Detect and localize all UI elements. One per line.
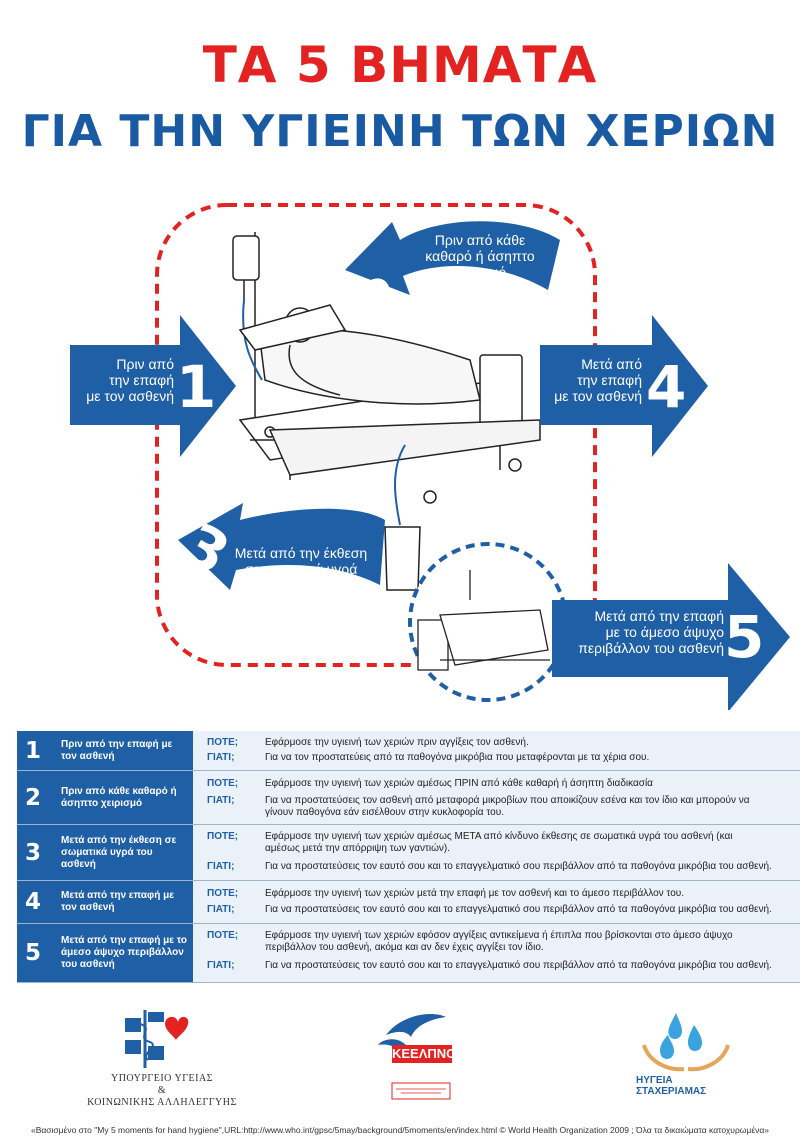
when-text: Εφάρμοσε την υγιεινή των χεριών μετά την… — [265, 888, 685, 899]
moment-1-text: Πριν από την επαφή με τον ασθενή — [86, 356, 174, 404]
moment-2-arrow — [345, 221, 560, 295]
row-label: Πριν από την επαφή με τον ασθενή — [61, 738, 173, 762]
moment-5-number: 5 — [724, 603, 765, 671]
moment-3-arrow — [178, 503, 385, 590]
moment-4-arrow — [540, 315, 708, 457]
drainage-bag-icon — [384, 444, 421, 591]
why-label: ΓΙΑΤΙ; — [207, 795, 235, 806]
empty-bed-icon — [417, 570, 550, 671]
keelpno-logo — [378, 1014, 452, 1100]
row-label: Μετά από την επαφή με το άμεσο άψυχο περ… — [61, 935, 188, 970]
why-text: Για να προστατεύσεις τον ασθενή από μετα… — [265, 795, 750, 818]
why-text: Για να προστατεύσεις τον εαυτό σου και τ… — [265, 960, 772, 971]
when-text: Εφάρμοσε την υγιεινή των χεριών αμέσως Μ… — [265, 831, 733, 854]
why-text: Για να τον προστατεύεις από τα παθογόνα … — [265, 752, 650, 763]
table-row: 4 Μετά από την επαφή με τον ασθενή ΠΟΤΕ;… — [17, 881, 800, 924]
row-label: Μετά από την επαφή με τον ασθενή — [61, 890, 174, 913]
why-text: Για να προστατεύσεις τον εαυτό σου και τ… — [265, 904, 772, 915]
row-number: 2 — [25, 784, 42, 811]
when-label: ΠΟΤΕ; — [207, 930, 239, 941]
row-number: 4 — [25, 889, 42, 915]
row-label: Μετά από την έκθεση σε σωματικά υγρά του… — [61, 834, 177, 870]
why-text: Για να προστατεύσεις τον εαυτό σου και τ… — [265, 861, 772, 872]
poster-title: ΤΑ 5 ΒΗΜΑΤΑ — [202, 36, 598, 94]
why-label: ΓΙΑΤΙ; — [207, 752, 235, 763]
five-moments-illustration — [70, 203, 790, 710]
moment-1-arrow — [70, 315, 236, 457]
patient-icon — [238, 304, 481, 405]
why-label: ΓΙΑΤΙ; — [207, 904, 235, 915]
when-label: ΠΟΤΕ; — [207, 778, 239, 789]
when-label: ΠΟΤΕ; — [207, 831, 239, 842]
row-number: 3 — [25, 839, 42, 866]
moments-table: 1 Πριν από την επαφή με τον ασθενή ΠΟΤΕ;… — [17, 731, 800, 983]
moment-2-text: Πριν από κάθε καθαρό ή άσηπτο χειρισμό — [425, 232, 535, 280]
table-row: 3 Μετά από την έκθεση σε σωματικά υγρά τ… — [17, 825, 800, 881]
ygeia-logo — [642, 1013, 730, 1072]
row-number: 1 — [25, 737, 42, 764]
moment-4-number: 4 — [646, 353, 687, 421]
patient-zone-outline — [155, 203, 597, 667]
bed-icon — [238, 354, 541, 504]
keelpno-name: ΚΕΕΛΠΝΟ — [392, 1046, 457, 1061]
when-text: Εφάρμοσε την υγιεινή των χεριών πριν αγγ… — [265, 737, 529, 748]
moment-5-arrow — [552, 563, 790, 710]
when-text: Εφάρμοσε την υγιεινή των χεριών αμέσως Π… — [265, 778, 653, 789]
moment-1-number: 1 — [176, 353, 217, 421]
ministry-name: ΥΠΟΥΡΓΕΙΟ ΥΓΕΙΑΣ & ΚΟΙΝΩΝΙΚΗΣ ΑΛΛΗΛΕΓΓΥΗ… — [87, 1073, 237, 1108]
moment-5-text: Μετά από την επαφή με το άμεσο άψυχο περ… — [578, 608, 724, 656]
when-label: ΠΟΤΕ; — [207, 737, 239, 748]
table-row: 5 Μετά από την επαφή με το άμεσο άψυχο π… — [17, 924, 800, 983]
moment-4-text: Μετά από την επαφή με τον ασθενή — [554, 356, 642, 404]
row-number: 5 — [25, 940, 42, 966]
row-label: Πριν από κάθε καθαρό ή άσηπτο χειρισμό — [61, 785, 177, 809]
why-label: ΓΙΑΤΙ; — [207, 861, 235, 872]
poster-subtitle: ΓΙΑ ΤΗΝ ΥΓΙΕΙΝΗ ΤΩΝ ΧΕΡΙΩΝ — [21, 106, 779, 157]
table-row: 2 Πριν από κάθε καθαρό ή άσηπτο χειρισμό… — [17, 771, 800, 825]
ministry-logo — [125, 1010, 189, 1068]
moment-3-text: Μετά από την έκθεση σε σωματικά υγρά του… — [234, 545, 368, 593]
why-label: ΓΙΑΤΙ; — [207, 960, 235, 971]
footer-credit: «Βασισμένο στο "My 5 moments for hand hy… — [30, 1125, 770, 1135]
when-text: Εφάρμοσε την υγιεινή των χεριών εφόσον α… — [265, 930, 733, 953]
ygeia-name: ΗΥΓΕΙΑ ΣΤΑΧΕΡΙΑΜΑΣ — [636, 1075, 707, 1097]
table-row: 1 Πριν από την επαφή με τον ασθενή ΠΟΤΕ;… — [17, 731, 800, 771]
when-label: ΠΟΤΕ; — [207, 888, 239, 899]
